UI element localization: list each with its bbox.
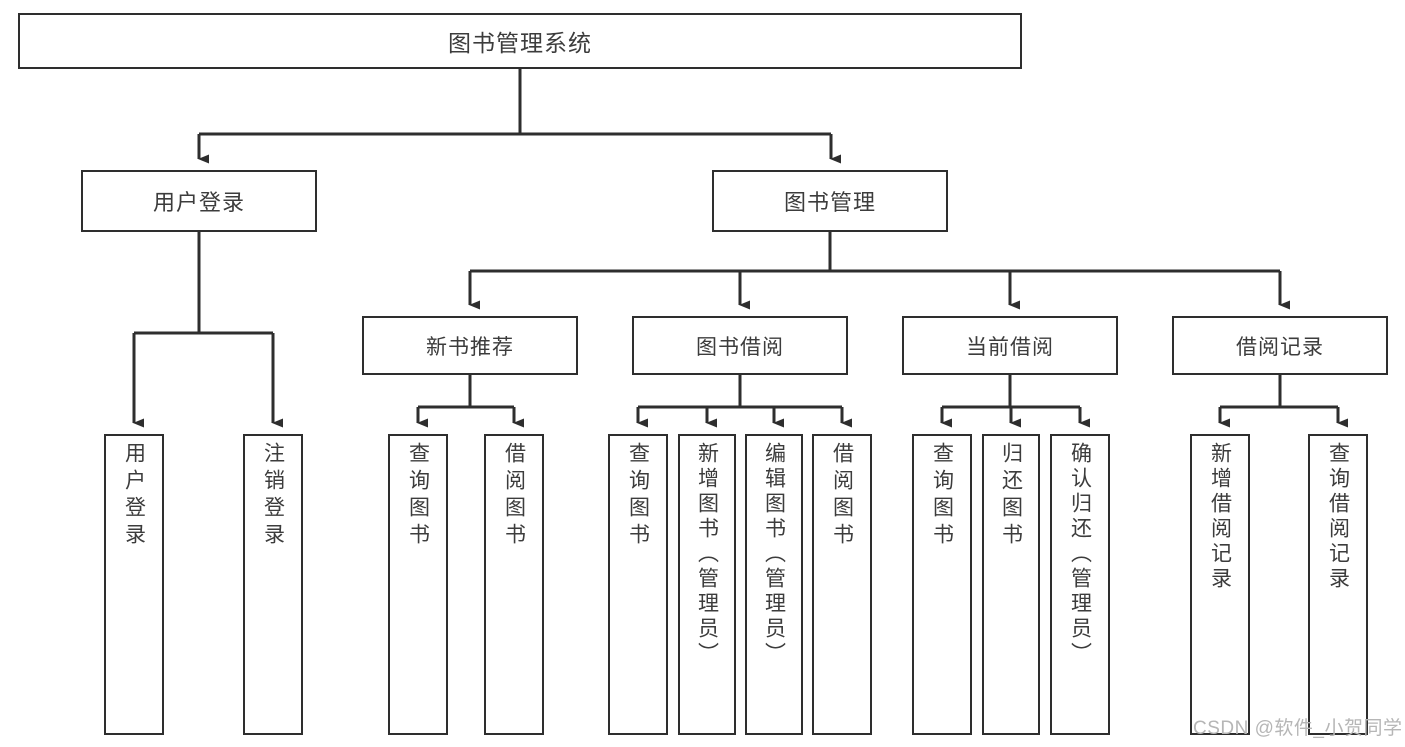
- node-book-borrow[interactable]: 图书借阅: [632, 316, 848, 375]
- node-book-borrow-label: 图书借阅: [696, 335, 784, 359]
- node-leaf-query-record-label: 查询借阅记录: [1326, 442, 1350, 592]
- node-leaf-add-book-label: 新增图书（管理员）: [695, 442, 719, 667]
- node-leaf-user-logout-label: 注销登录: [261, 442, 285, 550]
- node-leaf-borrow-book-1[interactable]: 借阅图书: [484, 434, 544, 735]
- node-leaf-query-book-3-label: 查询图书: [930, 442, 954, 550]
- node-leaf-confirm-return-label: 确认归还（管理员）: [1068, 442, 1092, 667]
- node-leaf-user-login-label: 用户登录: [122, 442, 146, 550]
- node-leaf-query-record[interactable]: 查询借阅记录: [1308, 434, 1368, 735]
- node-leaf-add-record[interactable]: 新增借阅记录: [1190, 434, 1250, 735]
- node-leaf-user-logout[interactable]: 注销登录: [243, 434, 303, 735]
- node-current-borrow[interactable]: 当前借阅: [902, 316, 1118, 375]
- node-new-book-rec-label: 新书推荐: [426, 335, 514, 359]
- node-leaf-confirm-return[interactable]: 确认归还（管理员）: [1050, 434, 1110, 735]
- node-leaf-query-book-1[interactable]: 查询图书: [388, 434, 448, 735]
- node-borrow-record[interactable]: 借阅记录: [1172, 316, 1388, 375]
- node-leaf-add-book[interactable]: 新增图书（管理员）: [678, 434, 736, 735]
- node-leaf-borrow-book-2-label: 借阅图书: [830, 442, 854, 550]
- node-leaf-user-login[interactable]: 用户登录: [104, 434, 164, 735]
- node-leaf-query-book-2-label: 查询图书: [626, 442, 650, 550]
- node-leaf-edit-book-label: 编辑图书（管理员）: [762, 442, 786, 667]
- node-borrow-record-label: 借阅记录: [1236, 335, 1324, 359]
- node-leaf-borrow-book-2[interactable]: 借阅图书: [812, 434, 872, 735]
- node-leaf-query-book-3[interactable]: 查询图书: [912, 434, 972, 735]
- node-leaf-query-book-2[interactable]: 查询图书: [608, 434, 668, 735]
- node-current-borrow-label: 当前借阅: [966, 335, 1054, 359]
- node-root-label: 图书管理系统: [448, 30, 592, 56]
- node-user-login[interactable]: 用户登录: [81, 170, 317, 232]
- node-root[interactable]: 图书管理系统: [18, 13, 1022, 69]
- csdn-watermark: CSDN @软件_小贺同学: [1193, 718, 1403, 739]
- node-user-login-label: 用户登录: [152, 190, 245, 215]
- node-leaf-edit-book[interactable]: 编辑图书（管理员）: [745, 434, 803, 735]
- node-leaf-query-book-1-label: 查询图书: [406, 442, 430, 550]
- node-leaf-add-record-label: 新增借阅记录: [1208, 442, 1232, 592]
- node-book-manage[interactable]: 图书管理: [712, 170, 948, 232]
- node-leaf-borrow-book-1-label: 借阅图书: [502, 442, 526, 550]
- node-leaf-return-book-label: 归还图书: [999, 442, 1023, 550]
- node-new-book-rec[interactable]: 新书推荐: [362, 316, 578, 375]
- node-book-manage-label: 图书管理: [783, 190, 876, 215]
- node-leaf-return-book[interactable]: 归还图书: [982, 434, 1040, 735]
